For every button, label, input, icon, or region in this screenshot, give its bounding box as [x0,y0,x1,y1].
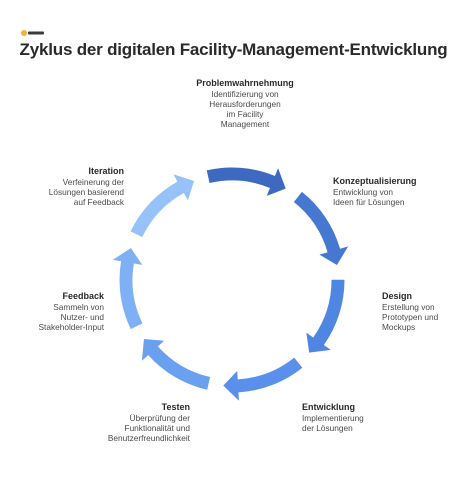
stage-line: Funktionalität und [124,423,191,433]
stage-line: Prototypen und [382,312,439,322]
stage-konzeptualisierung: Konzeptualisierung Entwicklung von Ideen… [333,176,458,207]
cycle-arrow-testen [141,339,211,390]
stage-line: Mockups [382,322,416,332]
stage-title: Iteration [88,166,124,176]
stage-line: auf Feedback [73,197,124,207]
cycle-arrow-feedback [112,247,143,330]
stage-feedback: Feedback Sammeln von Nutzer- und Stakeho… [14,291,105,332]
stage-design: Design Erstellung von Prototypen und Moc… [382,291,462,332]
cycle-arrow-entwicklung [223,357,303,401]
stage-title: Konzeptualisierung [333,176,417,186]
stage-line: Nutzer- und [60,312,104,322]
stage-problemwahrnehmung: Problemwahrnehmung Identifizierung von H… [170,78,320,129]
cycle-arrow-iteration [130,174,195,238]
stage-line: Erstellung von [382,302,435,312]
stage-testen: Testen Überprüfung der Funktionalität un… [70,402,190,443]
stage-line: Benutzerfreundlichkeit [107,433,190,443]
stage-line: Implementierung [302,413,364,423]
stage-title: Feedback [62,291,104,301]
stage-line: Entwicklung von [333,187,393,197]
stage-line: Sammeln von [53,302,104,312]
page-title: Zyklus der digitalen Facility-Management… [19,40,448,59]
stage-title: Testen [161,402,190,412]
cycle-arrow-problem [206,167,286,196]
stage-line: Identifizierung von [211,89,279,99]
stage-entwicklung: Entwicklung Implementierung der Lösungen [302,402,402,433]
stage-line: Management [220,119,270,129]
stage-line: im Facility [226,109,264,119]
stage-line: Lösungen basierend [48,187,124,197]
stage-title: Design [382,291,413,301]
stage-line: Herausforderungen [209,99,281,109]
stage-line: Überprüfung der [129,413,190,423]
stage-line: Stakeholder-Input [38,322,105,332]
logo-mark-icon [21,30,44,36]
stage-line: Verfeinerung der [62,177,124,187]
napkin-logo [20,26,46,38]
stage-iteration: Iteration Verfeinerung der Lösungen basi… [20,166,124,207]
stage-title: Entwicklung [302,402,356,412]
stage-title: Problemwahrnehmung [196,78,294,88]
stage-line: der Lösungen [302,423,353,433]
cycle-arrow-konzept [293,191,349,265]
cycle-arrow-design [306,279,345,353]
stage-line: Ideen für Lösungen [333,197,405,207]
